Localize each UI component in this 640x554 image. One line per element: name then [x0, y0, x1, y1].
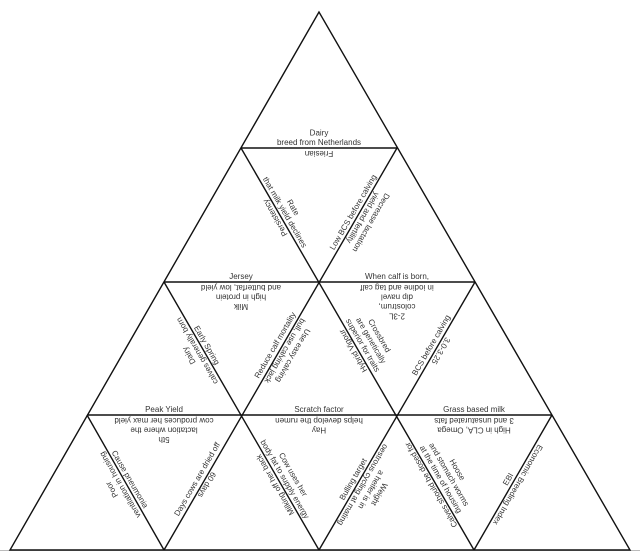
answer-text: and butterfat, low yield: [201, 283, 281, 292]
question-text: Jersey: [229, 272, 253, 281]
answer-text: high in protein: [216, 293, 266, 302]
edge-peak: Peak Yield 5th lactation where the cow p…: [114, 405, 213, 444]
edge-grass: Grass based milk High in CLA, Omega 3 an…: [434, 405, 514, 435]
diag-line: [86, 414, 165, 551]
answer-text: cow produces her max yield: [114, 416, 213, 425]
question-text: Scratch factor: [294, 405, 344, 414]
question-text: Peak Yield: [145, 405, 183, 414]
answer-text: lactation where the: [130, 426, 198, 435]
question-text: Dairy: [310, 129, 329, 138]
answer-text: Hay: [312, 426, 326, 435]
question-text: breed from Netherlands: [277, 138, 361, 147]
answer-text: in iodine and tag calf: [360, 283, 434, 292]
outer-triangle: [8, 10, 632, 551]
diag-line: [163, 147, 398, 551]
answer-text: Economic Breeding Index: [491, 443, 544, 526]
edge-scratch: Scratch factor Hay helps develop the rum…: [275, 405, 363, 435]
edge-jersey: Jersey Milk high in protein and butterfa…: [201, 272, 281, 311]
edge-calf: When calf is born, 2-3L colostrum, dip n…: [360, 272, 434, 321]
question-text: Grass based milk: [443, 405, 506, 414]
answer-text: 3 and unsaturated fats: [434, 416, 514, 425]
answer-text: High in CLA, Omega: [437, 426, 511, 435]
question-text: When calf is born,: [365, 272, 429, 281]
answer-text: dip navel: [381, 293, 413, 302]
answer-text: helps develop the rumen: [275, 416, 363, 425]
diag-line: [240, 147, 475, 551]
edge-ebi-a: Economic Breeding Index: [491, 443, 544, 526]
answer-text: 5th: [158, 435, 169, 444]
diag-line: [318, 281, 476, 551]
answer-text: Milk: [233, 302, 248, 311]
answer-text: Friesian: [305, 149, 333, 158]
answer-text: 2-3L: [388, 312, 405, 321]
edge-friesian: Dairy breed from Netherlands Friesian: [277, 129, 361, 159]
answer-text: colostrum,: [379, 302, 416, 311]
diag-line: [473, 414, 553, 551]
puzzle-grid: [8, 10, 632, 551]
